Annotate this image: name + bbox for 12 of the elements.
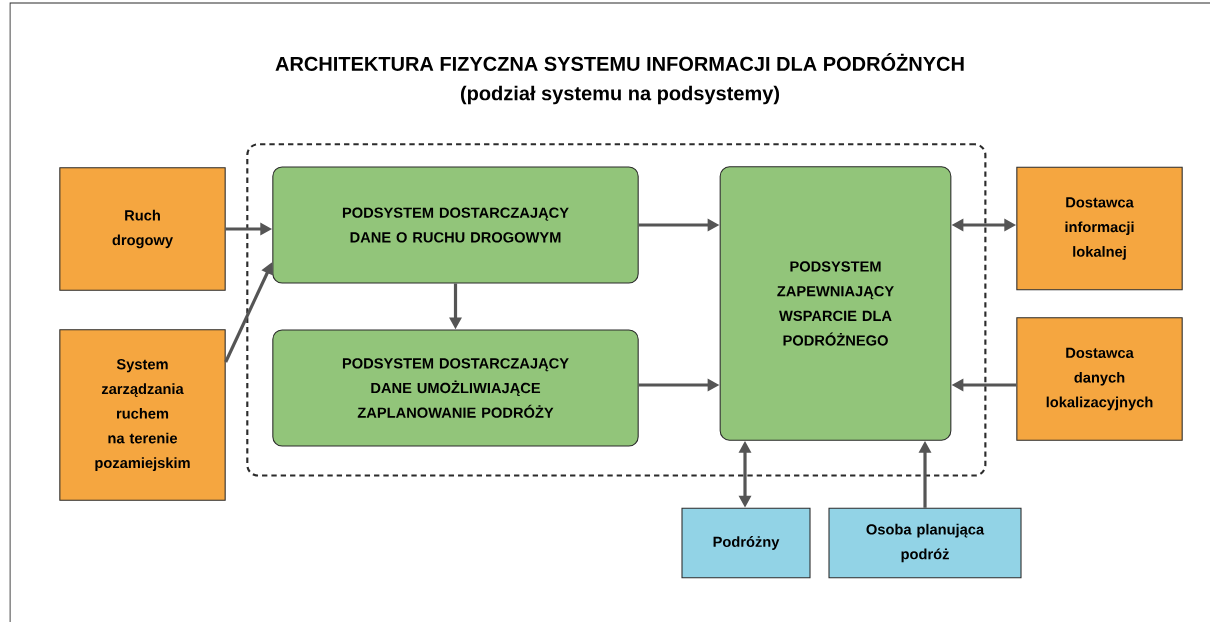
user-box: Podróżny — [681, 507, 811, 579]
source-box: System zarządzania ruchem na terenie pozamiejskim — [59, 329, 226, 501]
subsystem-box: PODSYSTEM ZAPEWNIAJĄCY WSPARCIE DLA PODRÓŻNEGO — [719, 166, 952, 441]
subsystem-box: PODSYSTEM DOSTARCZAJĄCY DANE UMOŻLIWIAJĄCE ZAPLANOWANIE PODRÓŻY — [272, 329, 639, 447]
user-box: Osoba planująca podróż — [828, 507, 1022, 579]
subtitle: (podział systemu na podsystemy) — [460, 85, 780, 105]
dashed-frame — [246, 143, 987, 477]
provider-box: Dostawca informacji lokalnej — [1016, 166, 1183, 291]
provider-box: Dostawca danych lokalizacyjnych — [1016, 317, 1183, 441]
subsystem-box: PODSYSTEM DOSTARCZAJĄCY DANE O RUCHU DROGOWYM — [272, 166, 639, 284]
source-box: Ruch drogowy — [59, 167, 226, 291]
title: ARCHITEKTURA FIZYCZNA SYSTEMU INFORMACJI DLA PODRÓŻNYCH — [275, 53, 964, 71]
